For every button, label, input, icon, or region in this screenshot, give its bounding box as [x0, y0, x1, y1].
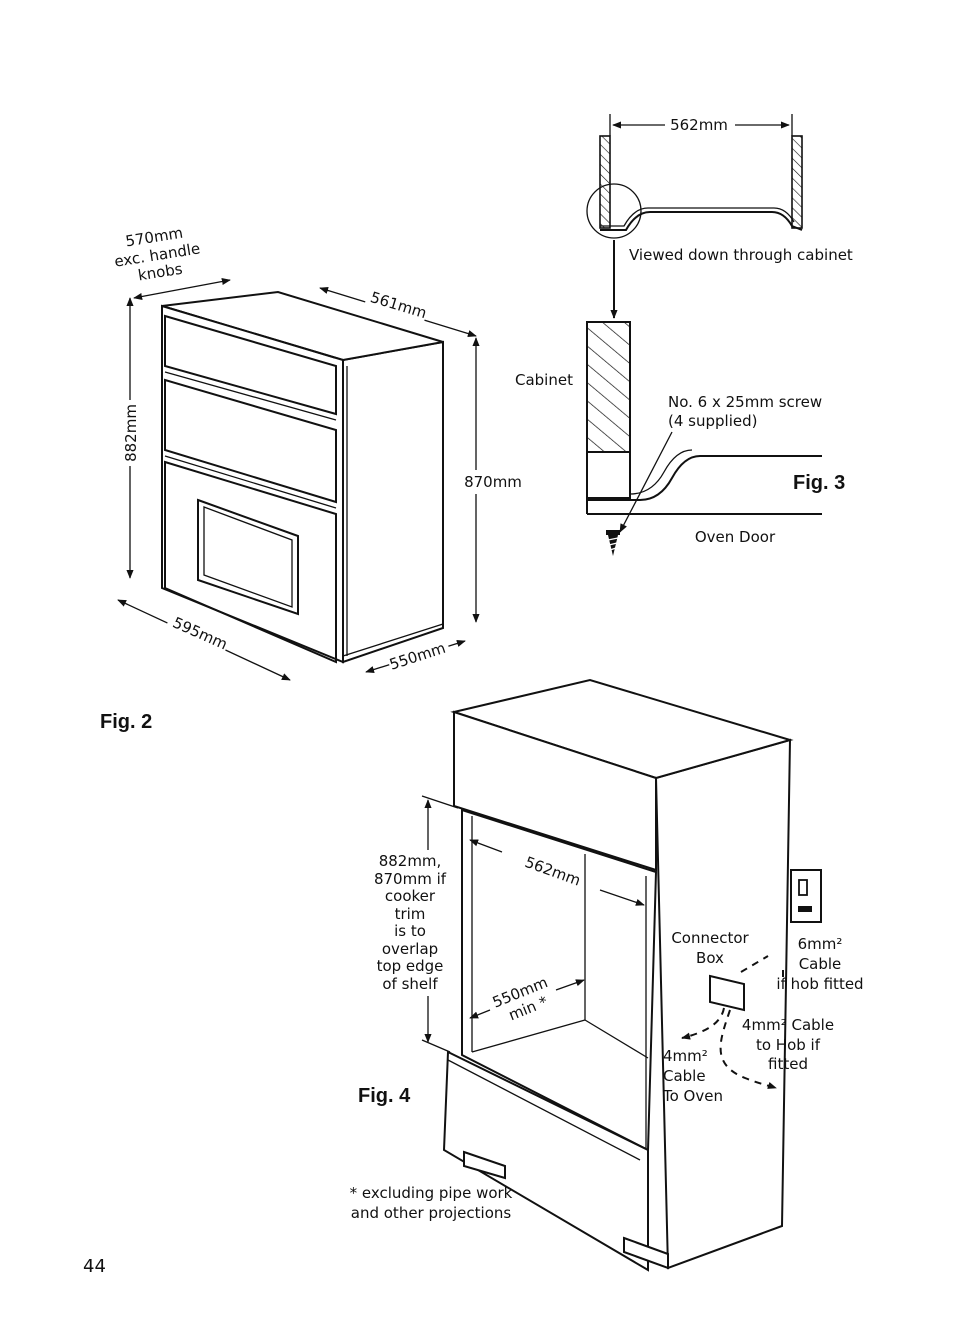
fig4-height-note-line7: top edge [377, 957, 444, 975]
page-number: 44 [83, 1256, 106, 1277]
fig3-section-view: Cabinet No. 6 x 25mm screw (4 supplied) … [515, 321, 845, 556]
fig4-footnote-line1: * excluding pipe work [350, 1184, 513, 1202]
fig3-caption: Fig. 3 [793, 472, 845, 494]
fig3-view-caption: Viewed down through cabinet [629, 246, 853, 264]
fig4-hob-cable-line3: if hob fitted [776, 975, 863, 993]
fig4-housing-drawing [442, 678, 794, 1272]
fig2-width: 595mm [170, 613, 230, 653]
screw-icon [606, 530, 620, 556]
fig4-connector-box-line2: Box [696, 949, 724, 967]
fig4-hob-cable-line2: Cable [799, 955, 842, 973]
fig2-body-height: 870mm [464, 473, 522, 491]
fig4-caption: Fig. 4 [358, 1085, 411, 1107]
fig2-overall-height: 882mm [122, 404, 140, 462]
fig4-height-note-line1: 882mm, [379, 852, 442, 870]
fig4-hob-from-box-line1: 4mm² Cable [742, 1016, 834, 1034]
fig3-cabinet-label: Cabinet [515, 371, 573, 389]
fig3-cabinet-width: 562mm [670, 116, 728, 134]
fig3-door-label: Oven Door [695, 528, 776, 546]
fig4-hob-from-box-line2: to Hob if [756, 1036, 821, 1054]
fig4-width: 562mm [522, 853, 583, 890]
fig4-height-note-line3: cooker [385, 887, 436, 905]
fig4-oven-cable-line1: 4mm² [663, 1047, 708, 1065]
fig4-oven-cable-line2: Cable [663, 1067, 706, 1085]
fig4-hob-from-box-line3: fitted [768, 1055, 808, 1073]
fig4-hob-cable-line1: 6mm² [798, 935, 843, 953]
fig3-cabinet-top-view: 562mm Viewed down through cabinet [586, 114, 853, 319]
fig4-oven-cable-line3: To Oven [662, 1087, 723, 1105]
fig3-screw-label-line2: (4 supplied) [668, 412, 757, 430]
socket-icon [790, 869, 822, 923]
fig4-height-note-line8: of shelf [382, 975, 438, 993]
fig4-height-note-line5: is to [394, 922, 426, 940]
fig4-height-note-line4: trim [395, 905, 426, 923]
fig4-height-note-line2: 870mm if [374, 870, 447, 888]
fig4-connector-box-line1: Connector [671, 929, 749, 947]
fig3-screw-label-line1: No. 6 x 25mm screw [668, 393, 822, 411]
connector-box-icon [709, 974, 745, 1012]
fig4-footnote-line2: and other projections [351, 1204, 512, 1222]
fig4-height-note-line6: overlap [382, 940, 438, 958]
fig2-oven-drawing [161, 290, 444, 664]
fig2-caption: Fig. 2 [100, 711, 152, 733]
fig4-electrics: Connector Box 6mm² Cable if hob fitted 4… [662, 869, 864, 1105]
fig4-labels: 882mm, 870mm if cooker trim is to overla… [350, 850, 583, 1222]
